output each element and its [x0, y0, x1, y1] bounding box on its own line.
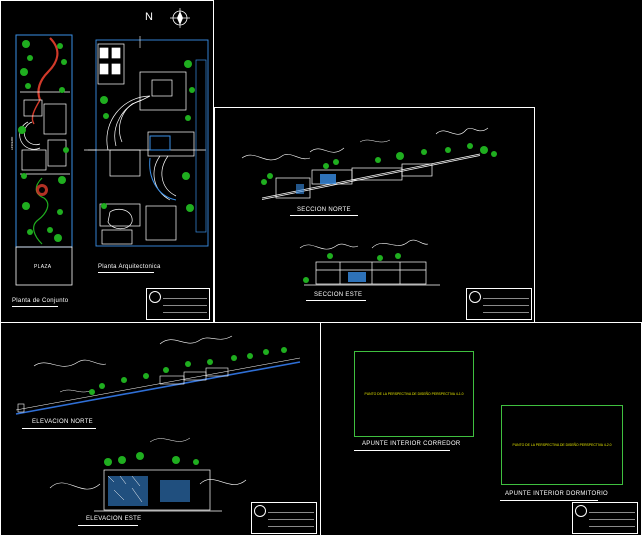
elevation-east-drawing[interactable] [49, 437, 247, 512]
tree-icon [172, 456, 180, 464]
label-apunte-corredor: APUNTE INTERIOR CORREDOR [362, 441, 461, 447]
section-east-drawing[interactable] [299, 239, 440, 286]
tree-icon [101, 203, 107, 209]
underline-planta-arquitectonica [98, 272, 154, 273]
tree-icon [323, 163, 329, 169]
underline-planta-conjunto [12, 306, 58, 307]
tree-icon [27, 55, 33, 61]
tree-icon [491, 151, 497, 157]
tree-icon [18, 126, 26, 134]
site-plan[interactable]: LINDERO [10, 34, 73, 286]
section-north-drawing[interactable] [241, 127, 489, 200]
tree-icon [58, 176, 66, 184]
title-block-logo-icon [469, 291, 481, 303]
tree-icon [100, 96, 108, 104]
tree-icon [27, 229, 33, 235]
underline-elevacion-norte [22, 428, 96, 429]
floor-plan[interactable] [84, 36, 209, 247]
title-block-logo-icon [575, 505, 587, 517]
tree-icon [185, 361, 191, 367]
tree-icon [63, 147, 69, 153]
label-planta-arquitectonica: Planta Arquitectonica [98, 264, 161, 270]
tree-icon [186, 204, 194, 212]
title-block-sections[interactable] [466, 288, 532, 320]
tree-icon [57, 43, 63, 49]
tree-icon [247, 353, 253, 359]
tree-icon [163, 367, 169, 373]
tree-icon [22, 40, 30, 48]
tree-icon [54, 234, 62, 242]
title-block-plans[interactable] [146, 288, 210, 320]
tree-icon [104, 458, 112, 466]
tree-icon [89, 389, 95, 395]
tree-icon [333, 159, 339, 165]
tree-icon [281, 347, 287, 353]
title-block-elevations[interactable] [251, 502, 317, 534]
tree-icon [184, 60, 192, 68]
tree-icon [61, 59, 67, 65]
tree-icon [193, 459, 199, 465]
tree-icon [47, 227, 53, 233]
title-block-logo-icon [254, 505, 266, 517]
tree-icon [395, 253, 401, 259]
svg-text:LINDERO: LINDERO [10, 136, 14, 150]
underline-apunte-corredor [354, 450, 450, 451]
tree-icon [99, 383, 105, 389]
underline-seccion-este [306, 300, 366, 301]
tree-icon [121, 377, 127, 383]
sketch-frame-dormitorio[interactable]: PUNTO DE LA PERSPECTIVA DE DISEÑO PERSPE… [501, 405, 623, 485]
tree-icon [267, 173, 273, 179]
label-plaza: PLAZA [34, 264, 52, 270]
label-apunte-dormitorio: APUNTE INTERIOR DORMITORIO [505, 491, 609, 497]
label-seccion-este: SECCION ESTE [314, 292, 363, 298]
underline-apunte-dormitorio [500, 500, 598, 501]
sketch-frame-corredor[interactable]: PUNTO DE LA PERSPECTIVA DE DISEÑO PERSPE… [354, 351, 474, 437]
underline-seccion-norte [290, 215, 358, 216]
tree-icon [21, 173, 27, 179]
note-dormitorio: PUNTO DE LA PERSPECTIVA DE DISEÑO PERSPE… [512, 443, 612, 447]
tree-icon [20, 68, 28, 76]
tree-icon [182, 172, 190, 180]
note-corredor: PUNTO DE LA PERSPECTIVA DE DISEÑO PERSPE… [364, 392, 464, 396]
elevation-north-drawing[interactable] [15, 335, 301, 415]
tree-icon [445, 147, 451, 153]
tree-icon [136, 452, 144, 460]
tree-icon [467, 143, 473, 149]
title-block-sketches[interactable] [572, 502, 638, 534]
label-elevacion-norte: ELEVACION NORTE [32, 419, 93, 425]
north-label: N [145, 11, 154, 23]
tree-icon [103, 113, 109, 119]
tree-icon [396, 152, 404, 160]
tree-icon [59, 87, 65, 93]
label-planta-conjunto: Planta de Conjunto [12, 298, 69, 304]
tree-icon [303, 277, 309, 283]
title-block-logo-icon [149, 291, 161, 303]
label-seccion-norte: SECCION NORTE [297, 207, 351, 213]
tree-icon [57, 209, 63, 215]
tree-icon [263, 349, 269, 355]
tree-icon [480, 146, 488, 154]
tree-icon [327, 253, 333, 259]
label-elevacion-este: ELEVACION ESTE [86, 516, 142, 522]
tree-icon [143, 373, 149, 379]
tree-icon [231, 355, 237, 361]
tree-icon [207, 359, 213, 365]
north-arrow-icon [170, 8, 190, 28]
tree-icon [261, 179, 267, 185]
tree-icon [25, 83, 31, 89]
tree-icon [189, 87, 195, 93]
tree-icon [118, 456, 126, 464]
tree-icon [22, 202, 30, 210]
tree-icon [185, 115, 191, 121]
tree-icon [377, 255, 383, 261]
tree-icon [375, 157, 381, 163]
underline-elevacion-este [78, 525, 138, 526]
tree-icon [421, 149, 427, 155]
